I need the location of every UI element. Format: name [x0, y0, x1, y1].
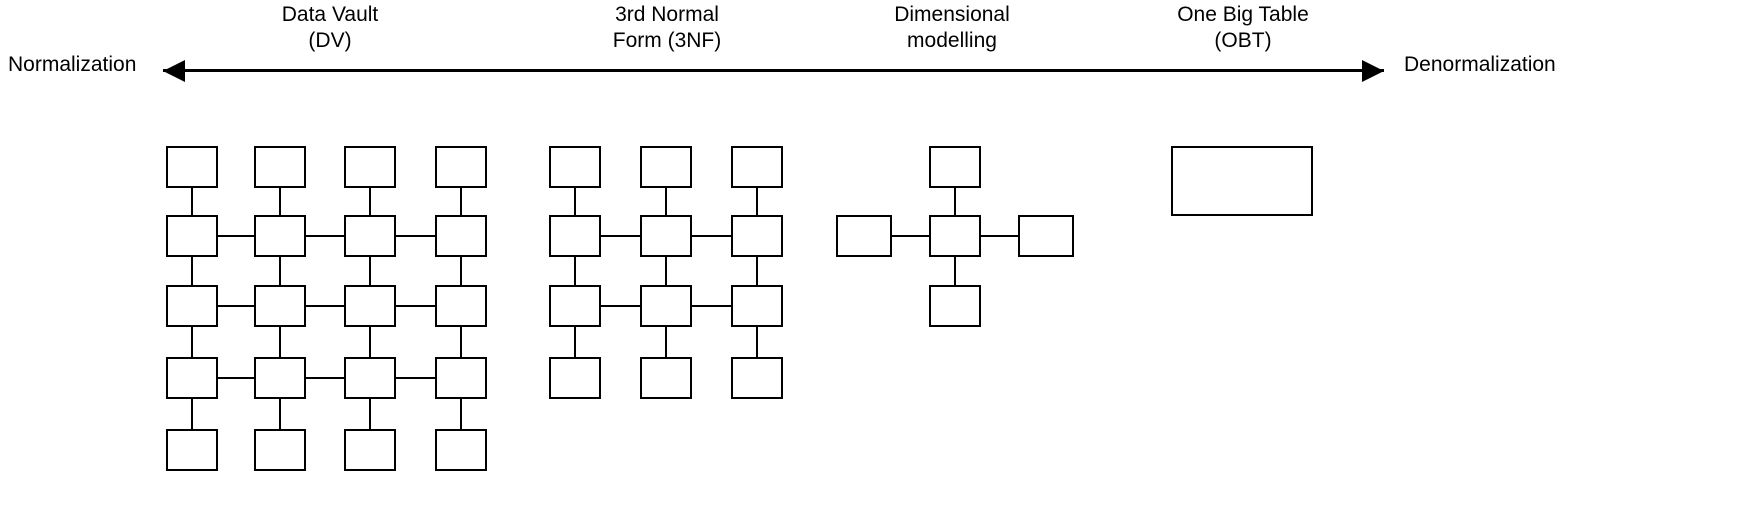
- entity-box: [549, 146, 601, 188]
- axis-label-normalization: Normalization: [8, 53, 137, 76]
- connector-line: [191, 399, 193, 429]
- entity-box: [435, 285, 487, 327]
- connector-line: [954, 257, 956, 285]
- connector-line: [665, 327, 667, 357]
- entity-box: [344, 357, 396, 399]
- category-line-2: modelling: [907, 29, 997, 52]
- connector-line: [665, 257, 667, 285]
- connector-line: [574, 188, 576, 215]
- connector-line: [218, 235, 254, 237]
- entity-box: [549, 285, 601, 327]
- entity-box: [640, 285, 692, 327]
- category-label-3nf: 3rd Normal Form (3NF): [537, 2, 797, 54]
- connector-line: [369, 399, 371, 429]
- entity-box: [731, 285, 783, 327]
- connector-line: [692, 235, 731, 237]
- category-line-1: Data Vault: [281, 3, 379, 26]
- connector-line: [396, 377, 435, 379]
- connector-line: [601, 235, 640, 237]
- entity-box: [435, 146, 487, 188]
- entity-box: [640, 357, 692, 399]
- entity-box: [435, 215, 487, 257]
- connector-line: [574, 327, 576, 357]
- entity-box: [435, 357, 487, 399]
- entity-box: [254, 357, 306, 399]
- connector-line: [369, 257, 371, 285]
- connector-line: [191, 327, 193, 357]
- connector-line: [396, 235, 435, 237]
- entity-box: [344, 146, 396, 188]
- entity-box: [166, 215, 218, 257]
- connector-line: [892, 235, 929, 237]
- entity-box: [929, 146, 981, 188]
- entity-box: [254, 146, 306, 188]
- entity-box: [166, 429, 218, 471]
- category-label-dimensional-modelling: Dimensional modelling: [822, 2, 1082, 54]
- connector-line: [954, 188, 956, 215]
- connector-line: [396, 305, 435, 307]
- entity-box: [549, 215, 601, 257]
- entity-box: [1018, 215, 1074, 257]
- connector-line: [460, 399, 462, 429]
- connector-line: [279, 327, 281, 357]
- entity-box: [929, 285, 981, 327]
- category-label-data-vault: Data Vault (DV): [200, 2, 460, 54]
- connector-line: [369, 327, 371, 357]
- connector-line: [981, 235, 1018, 237]
- entity-box: [166, 146, 218, 188]
- spectrum-axis-line: [163, 69, 1384, 72]
- arrow-left-icon: [163, 60, 185, 82]
- entity-box: [1171, 146, 1313, 216]
- category-line-1: One Big Table: [1177, 3, 1309, 26]
- connector-line: [756, 257, 758, 285]
- connector-line: [191, 257, 193, 285]
- category-line-1: 3rd Normal: [615, 3, 719, 26]
- connector-line: [756, 188, 758, 215]
- category-line-2: (OBT): [1214, 29, 1272, 52]
- entity-box: [166, 285, 218, 327]
- connector-line: [191, 188, 193, 215]
- connector-line: [756, 327, 758, 357]
- entity-box: [344, 429, 396, 471]
- connector-line: [460, 327, 462, 357]
- entity-box: [254, 429, 306, 471]
- entity-box: [344, 215, 396, 257]
- entity-box: [344, 285, 396, 327]
- connector-line: [574, 257, 576, 285]
- entity-box: [435, 429, 487, 471]
- entity-box: [549, 357, 601, 399]
- connector-line: [692, 305, 731, 307]
- entity-box: [731, 357, 783, 399]
- connector-line: [369, 188, 371, 215]
- connector-line: [218, 377, 254, 379]
- entity-box: [254, 285, 306, 327]
- connector-line: [279, 188, 281, 215]
- entity-box: [166, 357, 218, 399]
- connector-line: [306, 377, 344, 379]
- connector-line: [665, 188, 667, 215]
- entity-box: [929, 215, 981, 257]
- connector-line: [279, 399, 281, 429]
- entity-box: [731, 146, 783, 188]
- entity-box: [836, 215, 892, 257]
- connector-line: [279, 257, 281, 285]
- entity-box: [640, 215, 692, 257]
- connector-line: [306, 305, 344, 307]
- category-line-1: Dimensional: [894, 3, 1010, 26]
- entity-box: [254, 215, 306, 257]
- category-label-one-big-table: One Big Table (OBT): [1113, 2, 1373, 54]
- connector-line: [306, 235, 344, 237]
- connector-line: [460, 257, 462, 285]
- entity-box: [731, 215, 783, 257]
- connector-line: [218, 305, 254, 307]
- connector-line: [601, 305, 640, 307]
- category-line-2: (DV): [308, 29, 352, 52]
- arrow-right-icon: [1362, 60, 1384, 82]
- category-line-2: Form (3NF): [612, 29, 722, 52]
- axis-label-denormalization: Denormalization: [1404, 53, 1556, 76]
- connector-line: [460, 188, 462, 215]
- entity-box: [640, 146, 692, 188]
